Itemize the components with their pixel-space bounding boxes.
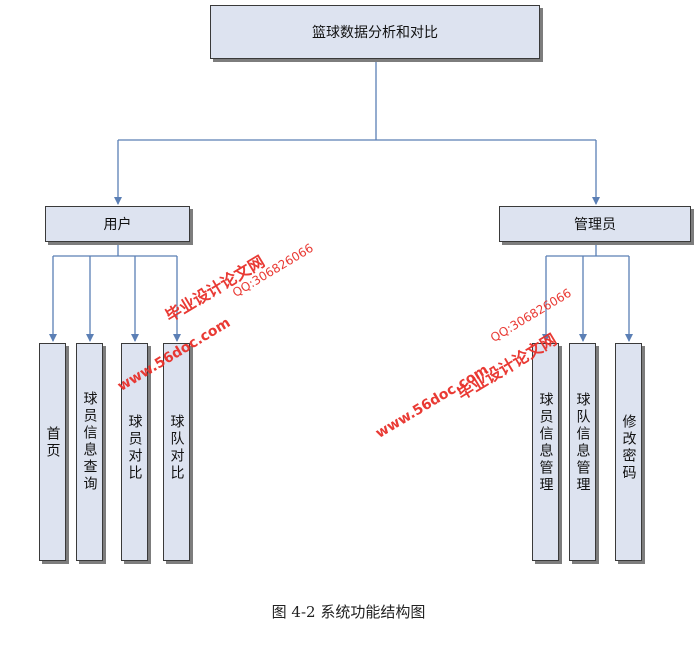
admin-label: 管理员 <box>574 217 616 233</box>
leaf-team-compare: 球队对比 <box>163 343 190 561</box>
leaf-team-compare-label: 球队对比 <box>168 414 185 482</box>
user-node: 用户 <box>45 206 190 242</box>
leaf-player-info-query: 球员信息查询 <box>76 343 103 561</box>
leaf-player-info-mgmt-label: 球员信息管理 <box>537 392 554 494</box>
leaf-player-compare-label: 球员对比 <box>126 414 143 482</box>
leaf-player-compare: 球员对比 <box>121 343 148 561</box>
leaf-player-info-mgmt: 球员信息管理 <box>532 343 559 561</box>
root-node: 篮球数据分析和对比 <box>210 5 540 59</box>
leaf-home-label: 首页 <box>44 426 61 460</box>
leaf-change-password: 修改密码 <box>615 343 642 561</box>
leaf-team-info-mgmt: 球队信息管理 <box>569 343 596 561</box>
root-label: 篮球数据分析和对比 <box>312 25 438 41</box>
leaf-change-password-label: 修改密码 <box>620 414 637 482</box>
user-label: 用户 <box>103 217 132 233</box>
figure-caption: 图 4-2 系统功能结构图 <box>271 603 426 621</box>
leaf-player-info-query-label: 球员信息查询 <box>81 391 98 493</box>
leaf-home: 首页 <box>39 343 66 561</box>
admin-node: 管理员 <box>499 206 691 242</box>
leaf-team-info-mgmt-label: 球队信息管理 <box>574 392 591 494</box>
